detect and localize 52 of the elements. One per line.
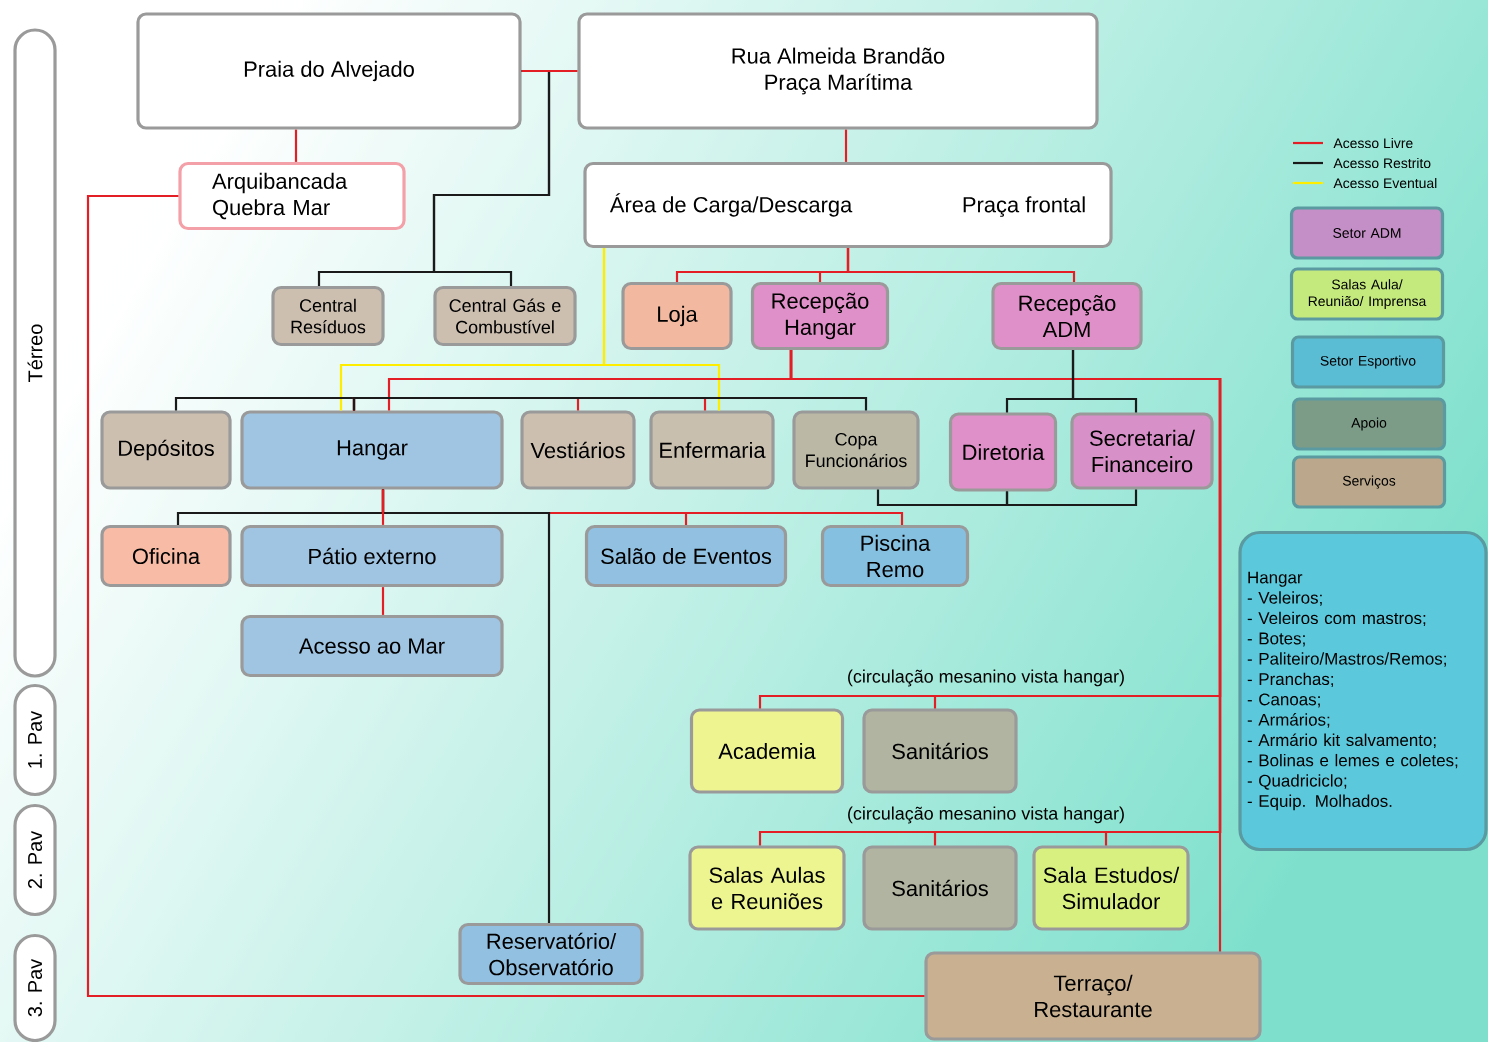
connector-line: [846, 248, 1076, 282]
floor-band: Térreo: [13, 28, 57, 678]
room-box: Central Gás e Combustível: [433, 285, 577, 347]
room-box: Copa Funcionários: [792, 410, 920, 490]
room-box: Terraço/ Restaurante: [924, 951, 1262, 1041]
place-box: Rua Almeida Brandão Praça Marítima: [577, 12, 1099, 130]
room-box: Sanitários: [862, 845, 1018, 931]
room-box: Reservatório/ Observatório: [458, 922, 644, 986]
note-text: (circulação mesanino vista hangar): [848, 669, 1124, 687]
room-box: Depósitos: [100, 410, 232, 490]
room-box: Secretaria/ Financeiro: [1070, 412, 1214, 490]
connector-line: [432, 69, 551, 286]
room-box: Vestiários: [520, 410, 636, 490]
room-box: Hangar: [240, 410, 504, 490]
room-box: Sala Estudos/ Simulador: [1032, 845, 1190, 931]
legend-label: Acesso Livre: [1333, 137, 1413, 149]
room-box: Sanitários: [862, 708, 1018, 794]
room-box: Enfermaria: [649, 410, 775, 490]
place-box: Praia do Alvejado: [136, 12, 522, 130]
floor-band: 2. Pav: [13, 803, 57, 917]
connector-line: [174, 396, 356, 411]
connector-line: [844, 129, 848, 162]
connector-line: [789, 350, 1222, 952]
connector-line: [294, 129, 298, 162]
connector-line: [381, 587, 385, 615]
connector-line: [1071, 350, 1138, 413]
floor-band: 3. Pav: [13, 933, 57, 1042]
legend-label: Acesso Eventual: [1333, 177, 1437, 189]
connector-line: [1005, 489, 1138, 507]
room-box: Diretoria: [948, 412, 1058, 492]
room-box: Pátio externo: [240, 524, 504, 588]
room-box: Oficina: [100, 524, 232, 588]
room-box: Central Resíduos: [271, 285, 385, 347]
room-box: Piscina Remo: [820, 524, 970, 588]
room-box: Academia: [689, 708, 845, 794]
connector-line: [381, 489, 385, 525]
connector-line: [86, 194, 925, 998]
place-box: Arquibancada Quebra Mar: [178, 161, 406, 231]
connector-line: [521, 69, 578, 73]
room-box: Salão de Eventos: [584, 524, 788, 588]
note-text: (circulação mesanino vista hangar): [848, 806, 1124, 824]
room-box: Acesso ao Mar: [240, 614, 504, 678]
legend-label: Acesso Restrito: [1333, 157, 1431, 169]
place-box: Área de Carga/Descarga Praça frontal: [583, 161, 1113, 249]
connector-line: [602, 248, 721, 411]
room-box: Loja: [621, 281, 733, 351]
room-box: Recepção ADM: [991, 281, 1143, 351]
connector-line: [876, 489, 1009, 507]
room-box: Recepção Hangar: [750, 281, 890, 351]
room-box: Salas Aulas e Reuniões: [688, 845, 846, 931]
info-box: Hangar - Veleiros; - Veleiros com mastros; - Botes; - Paliteiro/Mastros/Remos; - Pranchas; - Canoas; - Armários; - Armário kit salvamento; - Bolinas e lemes e coletes; - Quadriciclo; - Equip. Molhados.: [1238, 530, 1488, 852]
floor-band: 1. Pav: [13, 683, 57, 797]
